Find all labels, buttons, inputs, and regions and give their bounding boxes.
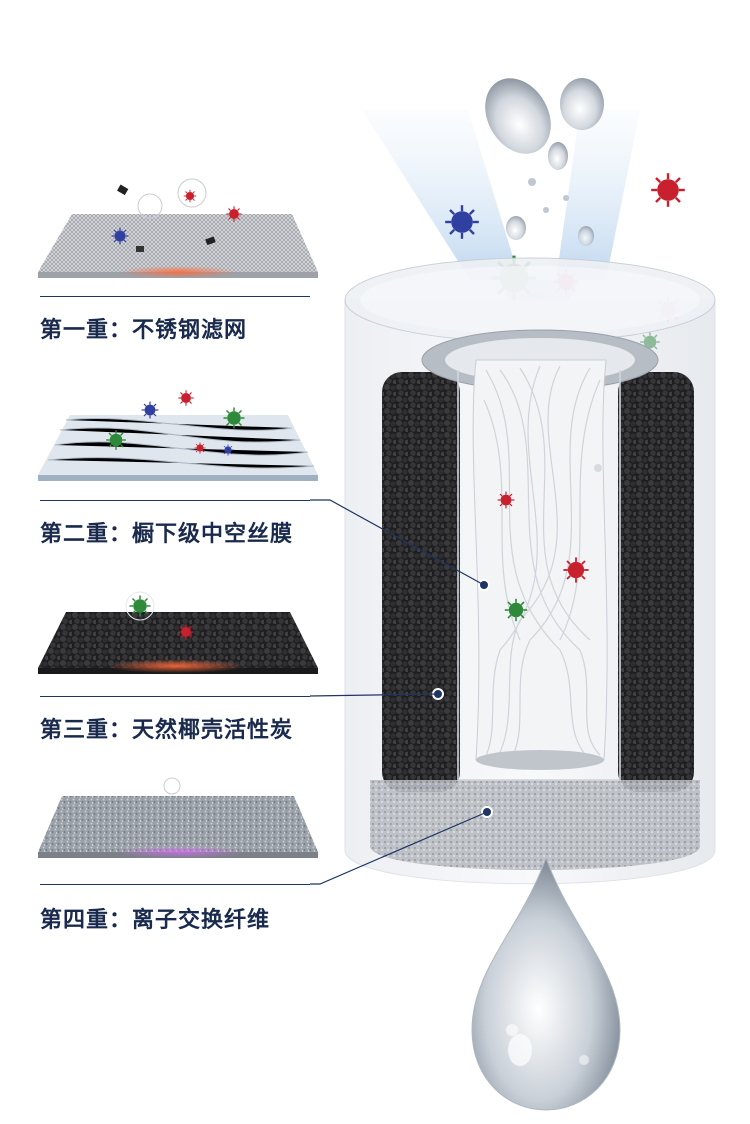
pointer-lines [309, 499, 488, 885]
water-drop-icon [485, 78, 604, 246]
ion-layer-illustration [38, 777, 318, 858]
hollow-fiber-bundle [472, 359, 608, 770]
carbon-layer-illustration [38, 591, 318, 674]
separator-line-4 [40, 884, 310, 885]
layer-2-label: 第二重：橱下级中空丝膜 [40, 522, 294, 547]
layer-3-label: 第三重：天然椰壳活性炭 [40, 718, 294, 743]
virus-icon [444, 203, 480, 241]
fiber-layer-illustration [38, 389, 318, 481]
layer-1-label: 第一重：不锈钢滤网 [40, 318, 248, 343]
separator-line-2 [40, 500, 310, 501]
separator-line-1 [40, 296, 310, 297]
mesh-layer-illustration [38, 178, 318, 278]
separator-line-3 [40, 696, 310, 697]
virus-icon [650, 171, 686, 209]
layer-4-label: 第四重：离子交换纤维 [40, 908, 271, 933]
filter-cartridge [344, 257, 716, 885]
water-drop-icon [471, 856, 621, 1111]
